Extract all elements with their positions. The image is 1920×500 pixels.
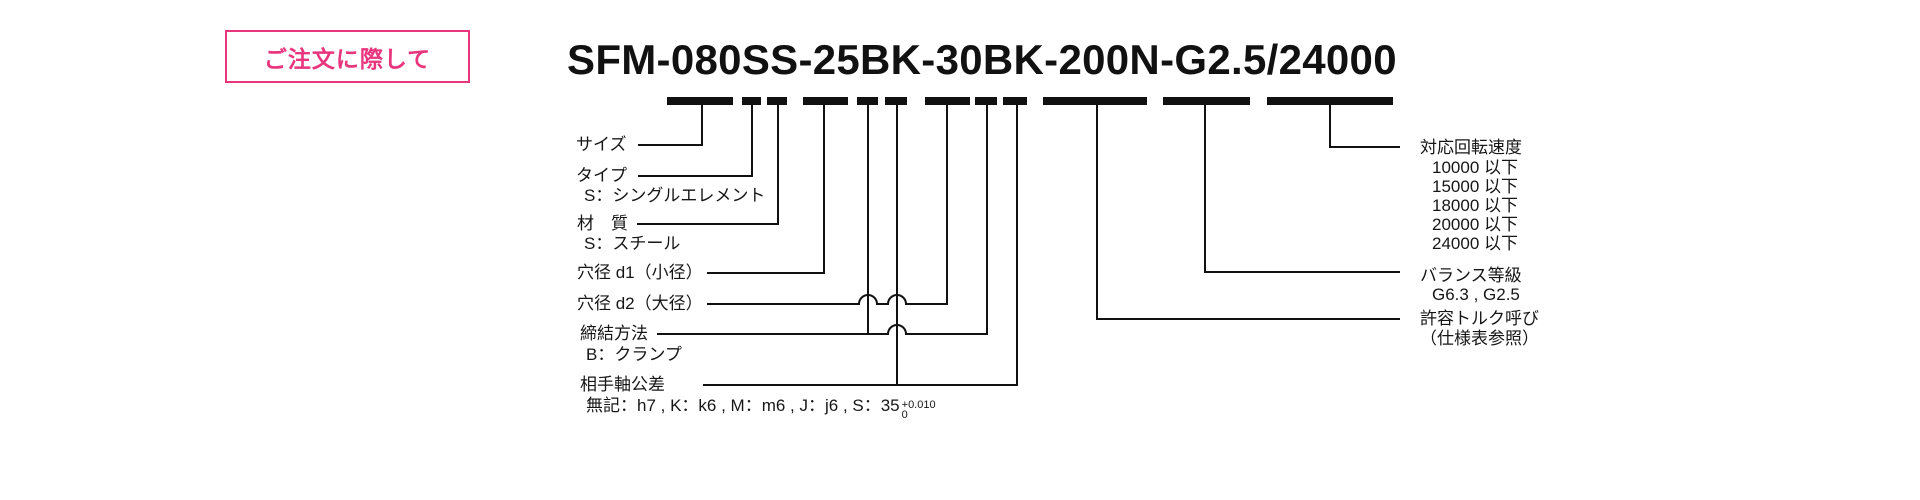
underline-bar-balance	[1163, 97, 1250, 105]
part-number-code: SFM-080SS-25BK-30BK-200N-G2.5/24000	[567, 36, 1397, 83]
leader-fastening	[657, 105, 988, 335]
label-torque-detail: （仕様表参照）	[1420, 329, 1539, 348]
underline-bar-size	[667, 97, 733, 105]
leader-torque	[1096, 105, 1400, 320]
label-bore-d2: 穴径 d2（大径）	[577, 294, 703, 313]
tolerance-superscript: +0.010	[901, 399, 936, 411]
label-balance-grade-detail: G6.3 , G2.5	[1432, 285, 1520, 304]
underline-bar-type	[742, 97, 761, 105]
order-note-box: ご注文に際して	[225, 30, 470, 83]
leader-lines	[637, 105, 1400, 386]
underline-bar-speed	[1267, 97, 1393, 105]
code-underline-bars	[667, 97, 1393, 105]
leader-d1	[707, 105, 825, 274]
label-rotation-speed: 対応回転速度	[1420, 138, 1522, 157]
underline-bar-tolerance-1	[885, 97, 907, 105]
underline-bar-tolerance-2	[1003, 97, 1027, 105]
underline-bar-d2	[925, 97, 970, 105]
rotation-speed-option: 15000 以下	[1432, 177, 1518, 196]
label-fastening: 締結方法	[580, 324, 648, 343]
rotation-speed-option: 24000 以下	[1432, 234, 1518, 253]
underline-bar-fastening-2	[975, 97, 997, 105]
rotation-speed-option: 20000 以下	[1432, 215, 1518, 234]
order-note-label: ご注文に際して	[263, 45, 432, 72]
label-shaft-tolerance: 相手軸公差	[580, 375, 665, 394]
leader-d2	[707, 105, 948, 305]
underline-bar-material	[767, 97, 787, 105]
label-fastening-detail: B：クランプ	[586, 345, 682, 364]
leader-material	[637, 105, 779, 225]
tolerance-subscript: 0	[901, 409, 908, 421]
underline-bar-d1	[803, 97, 848, 105]
label-size: サイズ	[576, 135, 627, 154]
rotation-speed-option: 18000 以下	[1432, 196, 1518, 215]
label-balance-grade: バランス等級	[1420, 266, 1522, 285]
label-type: タイプ	[576, 166, 627, 185]
underline-bar-fastening-1	[857, 97, 878, 105]
leader-speed	[1329, 105, 1400, 148]
label-torque: 許容トルク呼び	[1420, 309, 1539, 328]
leader-type	[638, 105, 753, 177]
rotation-speed-option: 10000 以下	[1432, 158, 1518, 177]
underline-bar-torque	[1043, 97, 1147, 105]
leader-balance	[1204, 105, 1400, 273]
leader-tolerance	[703, 105, 1018, 386]
label-material-detail: S：スチール	[584, 234, 681, 253]
tolerance-detail-text: 無記：h7 , K：k6 , M：m6 , J：j6 , S：35	[586, 396, 900, 415]
label-type-detail: S：シングルエレメント	[584, 186, 766, 205]
label-material: 材 質	[577, 214, 628, 233]
label-bore-d1: 穴径 d1（小径）	[577, 263, 703, 282]
leader-size	[638, 105, 703, 146]
